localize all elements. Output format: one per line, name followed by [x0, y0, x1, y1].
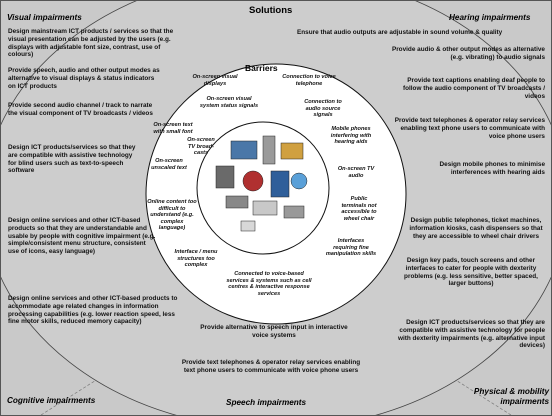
monitor-icon: [215, 165, 235, 189]
solutions-title: Solutions: [249, 5, 293, 16]
physical-solution-2: Design key pads, touch screens and other…: [404, 257, 538, 288]
speech-solution-1: Provide alternative to speech input in i…: [200, 324, 348, 339]
physical-solution-3: Design ICT products/services so that the…: [397, 319, 545, 350]
hearing-solution-2: Provide audio & other output modes as al…: [391, 46, 545, 61]
kiosk-icon: [270, 170, 290, 198]
barrier-label: On-screen TV audio: [337, 166, 375, 179]
barrier-label: Online content too difficult to understa…: [147, 199, 197, 232]
hearing-impairments-header: Hearing impairments: [449, 13, 531, 22]
barrier-label: On-screen visual system status signals: [199, 96, 259, 109]
barrier-label: Interface / menu structures too complex: [174, 249, 218, 269]
cognitive-solution-2: Design online services and other ICT-bas…: [8, 295, 178, 326]
devices-illustration: [215, 135, 308, 232]
camera-icon: [242, 170, 264, 192]
physical-solution-1: Design public telephones, ticket machine…: [409, 217, 543, 240]
keypad-icon: [280, 142, 304, 160]
visual-solution-1: Design mainstream ICT products / service…: [8, 28, 174, 59]
barrier-label: Connection to audio source signals: [304, 99, 342, 119]
barrier-label: On-screen text with small font: [153, 122, 193, 135]
visual-solution-3: Provide second audio channel / track to …: [8, 102, 153, 117]
hearing-solution-1: Ensure that audio outputs are adjustable…: [297, 29, 503, 36]
barrier-label: Mobile phones interfering with hearing a…: [330, 126, 372, 146]
barrier-label: Public terminals not accessible to wheel…: [341, 196, 377, 222]
barrier-label: Connection to voice telephone: [282, 74, 336, 87]
barrier-label: Interfaces requiring fine manipulation s…: [325, 238, 377, 258]
hearing-solution-4: Provide text telephones & operator relay…: [394, 117, 545, 140]
hearing-solution-3: Provide text captions enabling deaf peop…: [402, 77, 545, 100]
hearing-solution-5: Design mobile phones to minimise interfe…: [439, 161, 545, 176]
barriers-title: Barriers: [245, 63, 278, 73]
cognitive-solution-1: Design online services and other ICT-bas…: [8, 217, 156, 256]
barrier-label: Connected to voice-based services & syst…: [226, 271, 312, 297]
remote-icon: [240, 220, 256, 232]
visual-solution-4: Design ICT products/services so that the…: [8, 144, 136, 175]
barrier-label: On-screen visual displays: [192, 74, 238, 87]
tv-icon: [230, 140, 258, 160]
cognitive-impairments-header: Cognitive impairments: [7, 396, 96, 405]
speech-solution-2: Provide text telephones & operator relay…: [181, 359, 361, 374]
fan-icon: [290, 172, 308, 190]
visual-impairments-header: Visual impairments: [7, 13, 82, 22]
physical-impairments-header: Physical & mobility impairments: [473, 387, 549, 406]
barrier-label: On-screen TV broad-casts: [187, 137, 215, 157]
scanner-icon: [283, 205, 305, 219]
laptop-icon: [252, 200, 278, 216]
printer-icon: [225, 195, 249, 209]
barrier-label: On-screen unscaled text: [151, 158, 187, 171]
phone-icon: [262, 135, 276, 165]
speech-impairments-header: Speech impairments: [226, 398, 307, 407]
visual-solution-2: Provide speech, audio and other output m…: [8, 67, 160, 90]
